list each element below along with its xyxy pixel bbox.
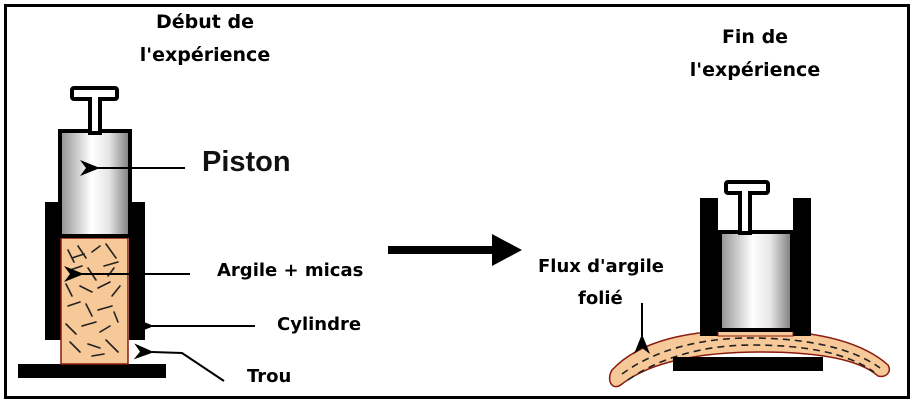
transition-arrow	[388, 234, 522, 266]
cylinder-right-wall	[129, 202, 145, 340]
initial-apparatus	[18, 86, 166, 378]
end-title-line1: Fin de	[721, 26, 789, 48]
mica-flakes	[65, 243, 121, 357]
hole-label: Trou	[247, 366, 292, 387]
final-cylinder-right-wall	[793, 198, 811, 336]
flow-label-line1: Flux d'argile	[538, 256, 665, 277]
final-base-plate	[673, 357, 823, 371]
start-title: Début de l'expérience	[120, 6, 290, 72]
final-cylinder-left-wall	[700, 198, 718, 336]
final-apparatus	[608, 180, 890, 388]
flow-label-line2: folié	[578, 288, 623, 309]
cylinder-label: Cylindre	[277, 314, 362, 335]
clay-micas-label: Argile + micas	[217, 260, 364, 281]
start-title-line2: l'expérience	[139, 44, 271, 66]
foliation-dashes	[621, 337, 881, 381]
end-title-line2: l'expérience	[689, 59, 821, 81]
hole-arrow	[133, 343, 225, 382]
base-plate	[18, 364, 166, 378]
diagram-frame	[4, 4, 910, 399]
start-title-line1: Début de	[156, 11, 254, 33]
piston-body	[58, 129, 132, 238]
piston-label: Piston	[202, 146, 291, 178]
end-title: Fin de l'expérience	[670, 21, 840, 87]
final-piston-body	[718, 230, 794, 332]
label-arrows	[64, 160, 255, 382]
cylinder-left-wall	[45, 202, 61, 340]
